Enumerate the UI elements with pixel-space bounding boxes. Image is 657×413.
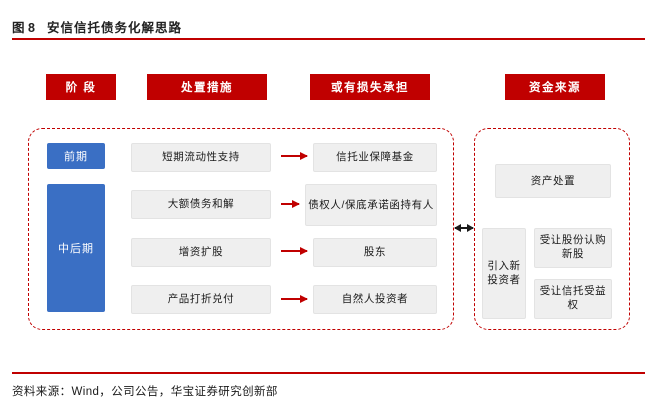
- measure-box-1: 短期流动性支持: [131, 143, 271, 172]
- loss-box-3: 股东: [313, 238, 437, 267]
- header-measures: 处置措施: [147, 74, 267, 100]
- loss-box-4: 自然人投资者: [313, 285, 437, 314]
- funding-box-asset-disposal: 资产处置: [495, 164, 611, 198]
- arrow-measure-to-loss-1: [281, 151, 308, 160]
- arrow-measure-to-loss-3: [281, 246, 308, 255]
- arrow-measure-to-loss-2: [281, 199, 300, 208]
- source-divider: [12, 372, 645, 374]
- header-funding-source: 资金来源: [505, 74, 605, 100]
- header-loss-bearing: 或有损失承担: [310, 74, 430, 100]
- arrow-measure-to-loss-4: [281, 294, 308, 303]
- figure-number: 图 8: [12, 20, 35, 35]
- loss-box-2: 债权人/保底承诺函持有人: [305, 184, 437, 226]
- title-divider-top: [12, 38, 645, 40]
- funding-box-share-transfer: 受让股份认购新股: [534, 228, 612, 268]
- page-title: 安信信托债务化解思路: [46, 20, 182, 35]
- dashed-group-left: [28, 128, 454, 330]
- funding-box-introduce-investor: 引入新投资者: [482, 228, 526, 319]
- funding-box-beneficial-right: 受让信托受益权: [534, 279, 612, 319]
- stage-block-mid-late: 中后期: [47, 184, 105, 312]
- measure-box-4: 产品打折兑付: [131, 285, 271, 314]
- figure-title-bar: 图 8 安信信托债务化解思路: [12, 12, 645, 40]
- loss-box-1: 信托业保障基金: [313, 143, 437, 172]
- source-note: 资料来源：Wind，公司公告，华宝证券研究创新部: [12, 386, 278, 398]
- header-stage: 阶 段: [46, 74, 116, 100]
- measure-box-3: 增资扩股: [131, 238, 271, 267]
- stage-block-early: 前期: [47, 143, 105, 169]
- arrow-bidirectional-groups: [454, 224, 474, 232]
- measure-box-2: 大额债务和解: [131, 190, 271, 219]
- dashed-group-right: [474, 128, 630, 330]
